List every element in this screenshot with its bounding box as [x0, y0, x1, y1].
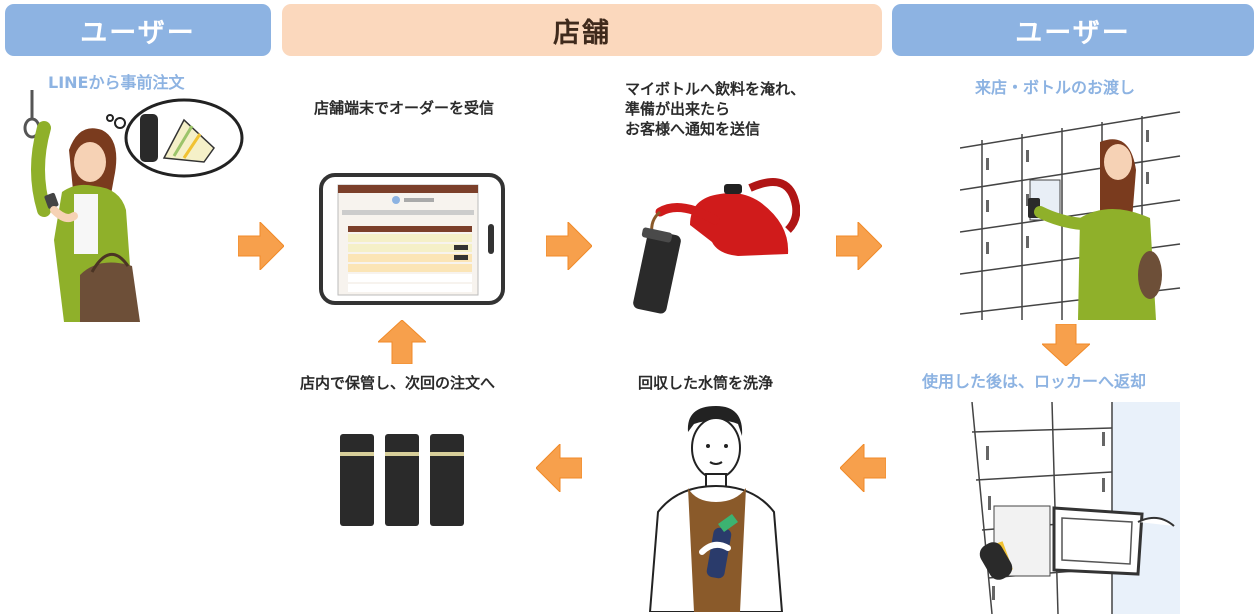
arrow-right-1 [238, 222, 284, 270]
locker-return-icon [971, 402, 1180, 614]
step-order-caption: LINEから事前注文 [48, 73, 185, 92]
header-store: 店舗 [282, 4, 882, 56]
step-wash-caption: 回収した水筒を洗浄 [638, 374, 774, 392]
bottles-icon [340, 434, 464, 526]
kettle-icon [633, 178, 800, 314]
locker-pickup-icon [960, 111, 1181, 320]
step-pour-caption: マイボトルへ飲料を淹れ、 準備が出来たら お客様へ通知を送信 [625, 79, 805, 139]
woman-phone-icon [23, 90, 244, 322]
step-pickup-caption: 来店・ボトルのお渡し [975, 78, 1136, 97]
arrow-right-3 [836, 222, 882, 270]
step-receive-caption: 店舗端末でオーダーを受信 [314, 99, 495, 117]
arrow-right-2 [546, 222, 592, 270]
header-user-right: ユーザー [892, 4, 1254, 56]
step-return-caption: 使用した後は、ロッカーへ返却 [922, 372, 1147, 391]
arrow-left-2 [536, 444, 582, 492]
arrow-up [378, 320, 426, 364]
header-user-left: ユーザー [5, 4, 271, 56]
step-pour-line-1: マイボトルへ飲料を淹れ、 [625, 80, 806, 98]
barista-washing-icon [648, 406, 784, 612]
tablet-icon [319, 173, 505, 305]
step-pour-line-2: 準備が出来たら [625, 100, 731, 118]
arrow-down [1042, 324, 1090, 366]
step-store-caption: 店内で保管し、次回の注文へ [300, 374, 496, 392]
step-pour-line-3: お客様へ通知を送信 [625, 120, 761, 138]
arrow-left-1 [840, 444, 886, 492]
